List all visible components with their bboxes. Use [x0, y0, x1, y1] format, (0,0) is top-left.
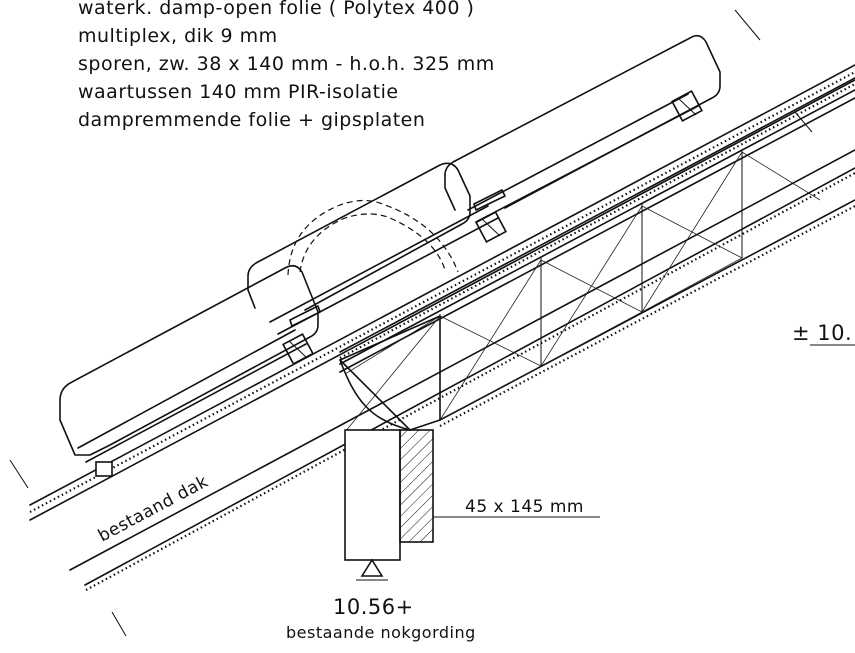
ridge-purlin-label: bestaande nokgording	[286, 623, 476, 642]
new-beam-hatched	[399, 429, 434, 543]
right-level-label: ± 10.	[792, 321, 852, 345]
existing-roof-layers	[29, 64, 855, 591]
cut-line-left	[9, 459, 29, 489]
layer-notes: waterk. damp-open folie ( Polytex 400 ) …	[78, 0, 495, 131]
note-line-5: dampremmende folie + gipsplaten	[78, 109, 425, 131]
cut-line-right	[794, 111, 813, 133]
note-line-2: multiplex, dik 9 mm	[78, 25, 278, 47]
ridge-wedge	[339, 315, 441, 431]
note-line-4: waartussen 140 mm PIR-isolatie	[78, 81, 399, 103]
note-line-3: sporen, zw. 38 x 140 mm - h.o.h. 325 mm	[78, 53, 495, 75]
cut-line-bottom	[111, 611, 127, 637]
level-value-label: 10.56+	[333, 595, 414, 619]
cut-line-top	[734, 9, 761, 41]
existing-roof-label: bestaand dak	[95, 472, 212, 547]
support-triangle	[360, 558, 384, 577]
existing-ridge-purlin	[344, 429, 401, 561]
note-line-1: waterk. damp-open folie ( Polytex 400 )	[78, 0, 474, 19]
roof-tiles	[59, 34, 721, 463]
new-roof-panel	[339, 77, 855, 433]
ridge-tile-dashed	[287, 199, 459, 276]
beam-size-label: 45 x 145 mm	[465, 497, 584, 517]
